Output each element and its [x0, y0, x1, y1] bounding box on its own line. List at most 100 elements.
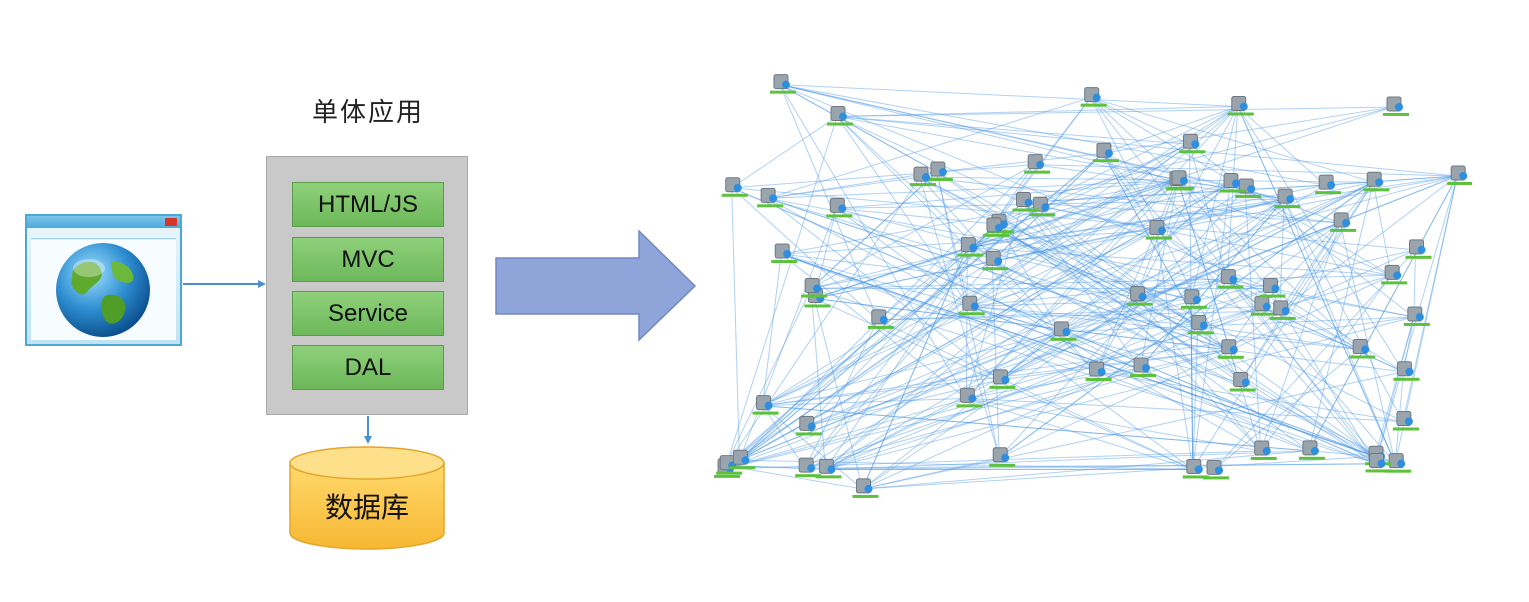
topology-edge	[862, 450, 1309, 490]
topology-edge	[726, 465, 863, 490]
topology-edge	[1227, 279, 1360, 350]
topology-edge	[862, 455, 1376, 490]
service-node-icon	[1365, 452, 1392, 473]
topology-edge	[814, 106, 1394, 299]
topology-edge	[1060, 249, 1416, 333]
topology-edge	[1090, 97, 1374, 183]
topology-edge	[805, 349, 1228, 469]
topology-edge	[968, 305, 1360, 350]
database-label: 数据库	[324, 491, 409, 524]
topology-edge	[825, 463, 1396, 470]
topology-edge	[766, 197, 1000, 381]
globe-icon	[56, 243, 150, 337]
topology-edge	[968, 181, 1177, 307]
topology-edge	[862, 371, 1404, 490]
topology-edge	[836, 116, 993, 262]
topology-edge	[825, 367, 1141, 470]
topology-edge	[967, 198, 1285, 249]
topology-edge	[781, 253, 1376, 464]
topology-edge	[998, 181, 1374, 459]
topology-edge	[1102, 152, 1376, 464]
arrowhead-icon	[258, 280, 266, 288]
topology-edge	[1060, 175, 1458, 333]
service-node-icon	[1269, 300, 1296, 320]
service-node-icon	[1092, 142, 1119, 163]
topology-edge	[814, 297, 1228, 351]
topology-edge	[1260, 306, 1396, 465]
topology-edge	[992, 260, 1376, 457]
service-node-icon	[1392, 410, 1419, 431]
topology-edge	[1022, 202, 1392, 276]
topology-edge	[862, 331, 1061, 490]
service-node-icon	[956, 387, 983, 408]
topology-edge	[1034, 164, 1458, 177]
topology-edge	[731, 187, 1376, 464]
topology-edge	[1413, 249, 1417, 317]
service-node-icon	[1259, 278, 1286, 298]
topology-edge	[966, 397, 1261, 452]
topology-edge	[1190, 106, 1239, 300]
topology-edge	[814, 297, 1404, 373]
topology-edge	[781, 253, 1240, 383]
topology-edge	[781, 253, 1137, 298]
topology-edge	[825, 106, 1239, 470]
service-node-icon	[771, 243, 798, 264]
topology-edge	[999, 183, 1231, 381]
topology-edge	[999, 184, 1326, 381]
topology-edge	[836, 116, 1458, 177]
arrowhead-icon	[364, 436, 372, 444]
service-node-icon	[757, 187, 784, 208]
topology-edge	[1375, 316, 1415, 464]
topology-edge	[862, 198, 1285, 490]
topology-edge	[723, 176, 921, 470]
service-node-icon	[1220, 173, 1247, 193]
topology-edge	[1279, 222, 1341, 312]
topology-edge	[1308, 175, 1458, 452]
topology-edge	[738, 208, 837, 461]
topology-edge	[762, 397, 967, 407]
service-node-icon	[1050, 321, 1077, 341]
topology-edge	[992, 180, 1179, 229]
topology-edge	[767, 171, 937, 199]
topology-edge	[1155, 230, 1262, 308]
service-node-icon	[1217, 339, 1244, 359]
topology-edge	[1022, 106, 1394, 204]
topology-edge	[1402, 175, 1458, 422]
topology-edge	[1239, 182, 1374, 383]
service-node-icon	[752, 395, 779, 415]
topology-edge	[836, 180, 1176, 209]
topology-edge	[997, 223, 1310, 452]
topology-edge	[811, 274, 1392, 290]
topology-edge	[804, 97, 1092, 469]
service-node-icon	[815, 458, 842, 479]
topology-edge	[1260, 306, 1404, 373]
topology-edge	[739, 164, 1035, 461]
topology-edge	[1022, 184, 1326, 204]
browser-toolbar	[31, 230, 176, 239]
topology-edge	[825, 180, 1179, 470]
topology-edge	[836, 198, 1285, 209]
topology-edge	[836, 116, 968, 248]
topology-edge	[1279, 249, 1416, 312]
browser-window-icon	[25, 214, 182, 346]
topology-edge	[1244, 188, 1262, 451]
topology-edge	[1136, 181, 1374, 298]
topology-edge	[805, 288, 1270, 427]
topology-edge	[1260, 222, 1341, 452]
layer-mvc: MVC	[292, 237, 444, 282]
topology-edge	[835, 208, 1194, 470]
topology-edge	[1279, 175, 1458, 312]
topology-edge	[1197, 325, 1241, 383]
topology-edge	[998, 181, 1374, 459]
topology-edge	[762, 405, 1309, 452]
topology-edge	[968, 305, 1376, 457]
topology-edge	[836, 116, 970, 307]
topology-edge	[1102, 106, 1238, 154]
topology-edge	[762, 316, 1414, 407]
topology-edge	[1022, 202, 1137, 298]
topology-edge	[998, 188, 1246, 459]
topology-edge	[739, 206, 1040, 461]
topology-edge	[836, 207, 999, 225]
topology-edge	[1269, 288, 1404, 373]
